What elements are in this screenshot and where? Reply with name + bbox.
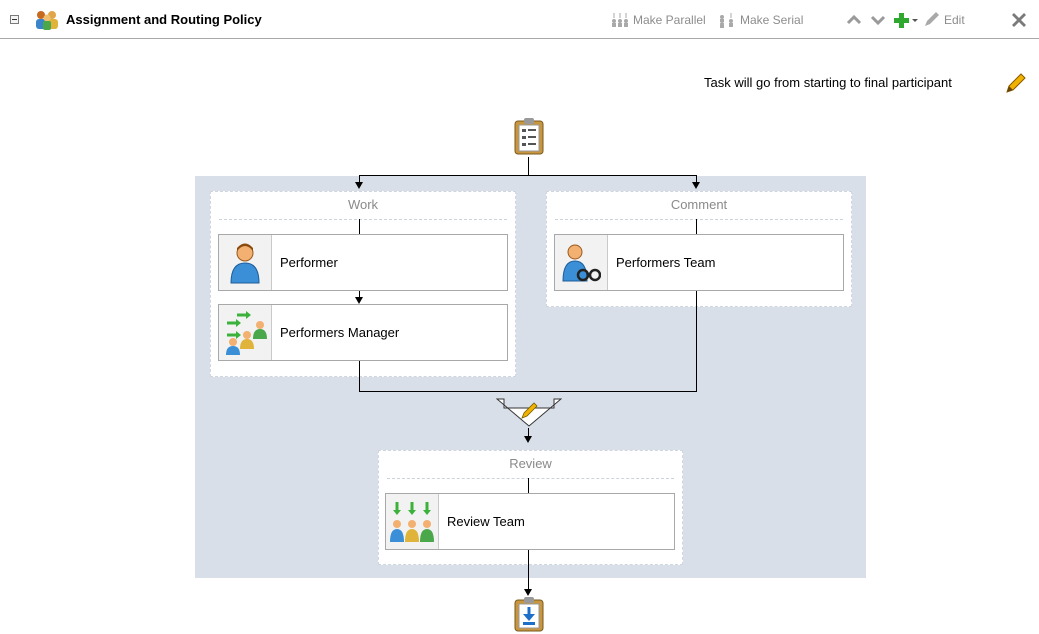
connector (359, 391, 697, 392)
connector (359, 175, 360, 183)
move-up-button[interactable] (846, 9, 866, 31)
pencil-icon (925, 12, 939, 26)
arrow-head (355, 182, 363, 189)
participant-label: Performers Team (616, 255, 716, 270)
delete-button[interactable] (1010, 9, 1032, 31)
toolbar: Make Parallel Make Serial (608, 9, 1034, 31)
review-team-icon (386, 494, 439, 549)
participant-performers-team[interactable]: Performers Team (554, 234, 844, 291)
participant-review-team[interactable]: Review Team (385, 493, 675, 550)
make-serial-button[interactable]: Make Serial (718, 9, 803, 31)
participant-performers-manager[interactable]: Performers Manager (218, 304, 508, 361)
stage-divider (387, 478, 674, 479)
connector (359, 291, 360, 298)
stage-title: Review (509, 456, 552, 471)
collapse-icon[interactable] (10, 15, 19, 24)
add-icon (894, 13, 918, 28)
connector (528, 550, 529, 590)
stage-divider (555, 219, 843, 220)
page-title: Assignment and Routing Policy (66, 12, 262, 27)
end-task-icon (514, 597, 544, 632)
parallel-icon (612, 13, 628, 27)
serial-icon (720, 13, 733, 28)
pencil-icon (521, 402, 538, 419)
connector (359, 175, 696, 176)
team-reviewer-icon (555, 235, 608, 290)
arrow-head (355, 297, 363, 304)
edit-routing-pencil-icon[interactable] (1005, 72, 1027, 94)
participant-label: Performer (280, 255, 338, 270)
start-task-icon (514, 118, 544, 155)
policy-header: Assignment and Routing Policy Make Paral… (0, 0, 1039, 40)
connector (528, 428, 529, 436)
participant-label: Performers Manager (280, 325, 400, 340)
make-parallel-label: Make Parallel (633, 13, 706, 27)
connector (528, 157, 529, 175)
connector (528, 478, 529, 493)
delete-icon (1012, 13, 1026, 27)
add-menu-button[interactable] (893, 9, 923, 31)
chevron-up-icon (846, 14, 862, 25)
user-icon (219, 235, 272, 290)
connector (696, 219, 697, 235)
arrow-head (524, 436, 532, 443)
make-parallel-button[interactable]: Make Parallel (611, 9, 706, 31)
routing-description: Task will go from starting to final part… (704, 75, 952, 90)
stage-title: Work (347, 197, 379, 212)
edit-label: Edit (944, 13, 965, 27)
manager-chain-icon (219, 305, 272, 360)
connector (359, 219, 360, 235)
connector (359, 361, 360, 391)
edit-button[interactable]: Edit (922, 9, 965, 31)
header-divider (0, 38, 1039, 39)
move-down-button[interactable] (870, 9, 890, 31)
arrow-head (692, 182, 700, 189)
merge-node[interactable] (496, 398, 562, 428)
make-serial-label: Make Serial (740, 13, 804, 27)
policy-people-icon (36, 11, 58, 30)
stage-title: Comment (670, 197, 728, 212)
participant-performer[interactable]: Performer (218, 234, 508, 291)
connector (696, 175, 697, 183)
participant-label: Review Team (447, 514, 525, 529)
chevron-down-icon (870, 15, 886, 26)
connector (696, 291, 697, 391)
arrow-head (524, 589, 532, 596)
stage-divider (219, 219, 507, 220)
